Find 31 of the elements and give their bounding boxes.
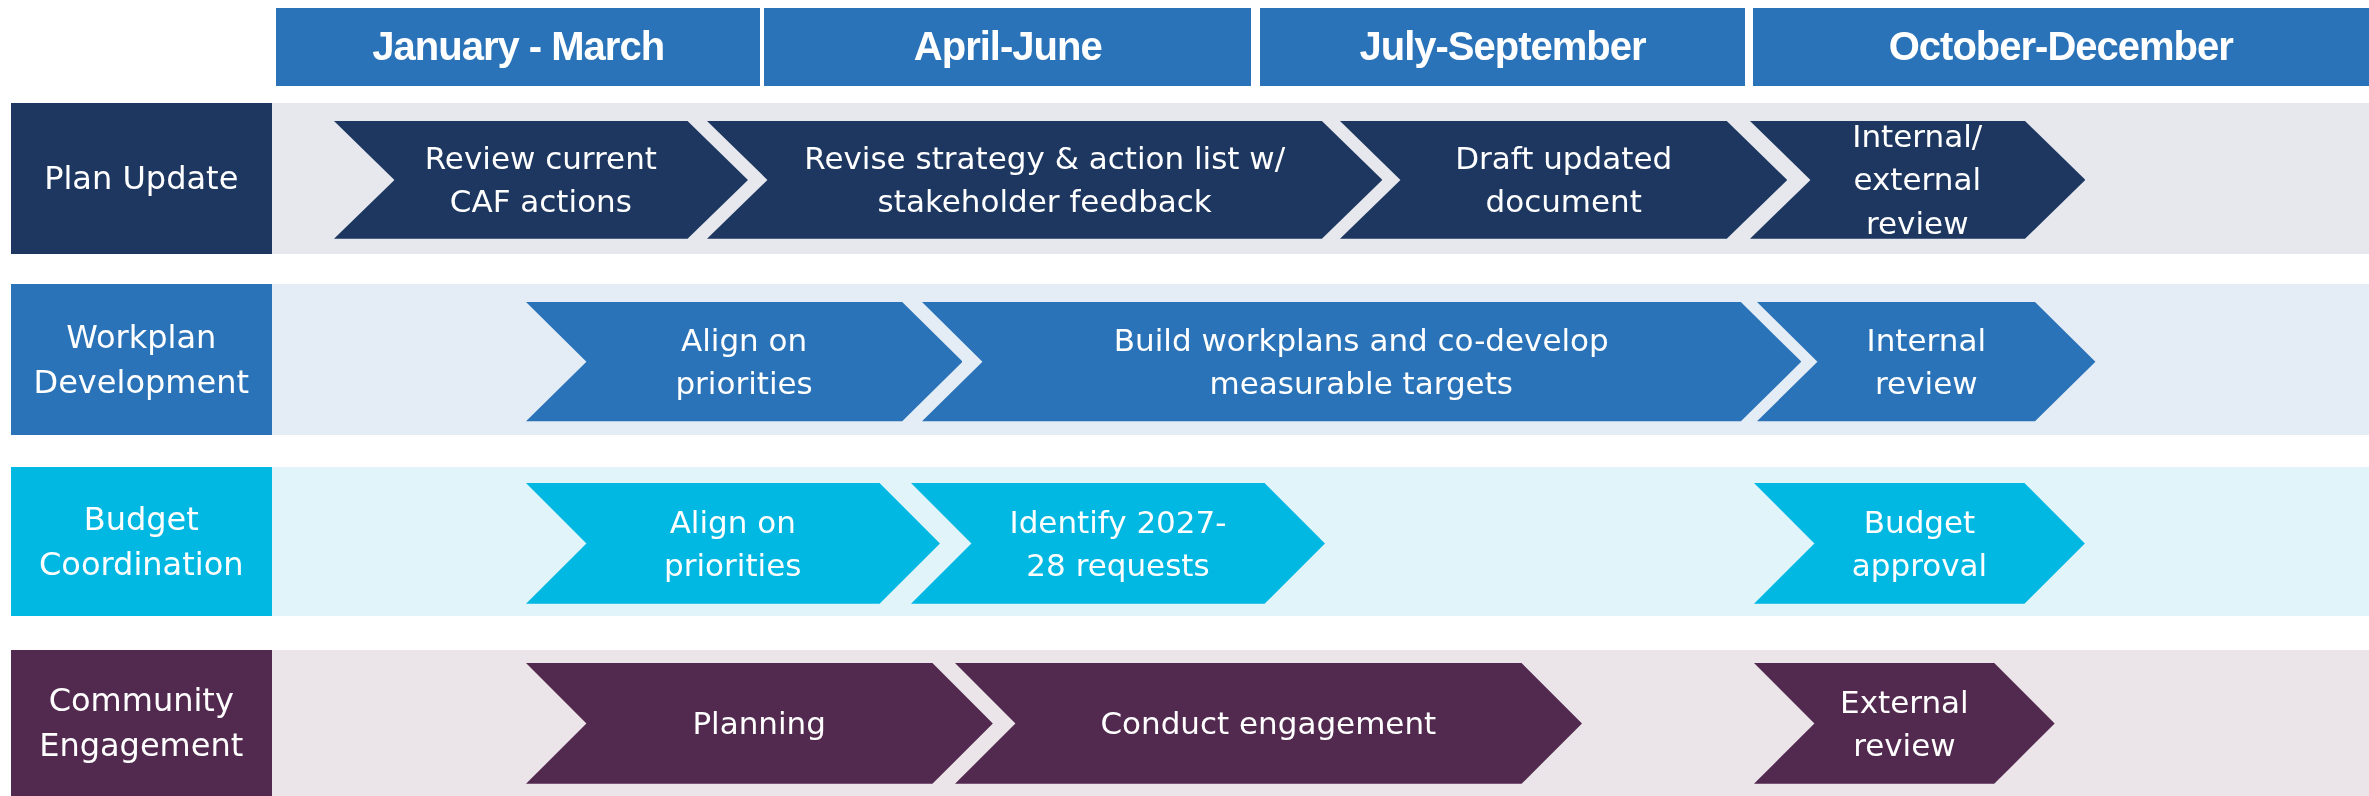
row-label: Workplan Development — [10, 284, 272, 436]
chevron-step — [1754, 483, 2085, 605]
step-label: Align on priorities — [663, 502, 803, 585]
step-label: Planning — [691, 704, 827, 743]
chevron-step — [1340, 120, 1788, 239]
step-label: Conduct engagement — [1099, 704, 1438, 743]
chevron-step — [525, 663, 993, 785]
chevron-step — [1757, 302, 2096, 422]
quarter-header: January - March — [276, 7, 760, 87]
chevron-step — [1754, 663, 2055, 785]
chevron-step — [1749, 120, 2085, 239]
quarter-header: October-December — [1752, 7, 2369, 87]
step-label: Review current CAF actions — [423, 138, 658, 221]
row-label: Budget Coordination — [10, 466, 272, 617]
step-label: External review — [1839, 682, 1970, 765]
chevron-step — [525, 302, 963, 422]
quarter-header: April-June — [764, 7, 1251, 87]
step-label: Build workplans and co-develop measurable targets — [1112, 320, 1610, 403]
step-label: Draft updated document — [1454, 138, 1674, 221]
step-label: Align on priorities — [674, 320, 814, 403]
row-label: Plan Update — [10, 102, 272, 254]
chevron-step — [911, 483, 1325, 605]
step-label: Budget approval — [1850, 502, 1989, 585]
quarter-header: July-September — [1260, 7, 1745, 87]
step-label: Identify 2027-28 requests — [1008, 502, 1228, 585]
row-label: Community Engagement — [10, 649, 272, 796]
step-label: Internal review — [1865, 320, 1988, 403]
step-label: Revise strategy & action list w/ stakeholder feedback — [803, 138, 1287, 221]
chevron-step — [525, 483, 940, 605]
chevron-step — [333, 120, 748, 239]
step-label: Internal/ external review — [1851, 116, 1984, 243]
